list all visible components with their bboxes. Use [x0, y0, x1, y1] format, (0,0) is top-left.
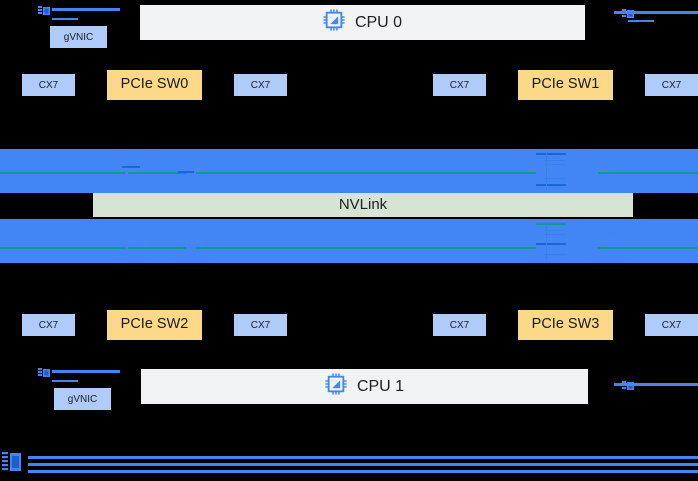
- cpu-1-box[interactable]: CPU 1: [141, 369, 588, 404]
- gvnic-link-bottom-left: [52, 370, 120, 373]
- cx7-label-5: CX7: [250, 319, 271, 331]
- gpu-box-7[interactable]: GPU: [586, 222, 626, 260]
- network-fabric-bar: [28, 456, 698, 459]
- cpu-chip-icon: [323, 9, 345, 36]
- cx7-label-4: CX7: [38, 319, 59, 331]
- gpu-link-line-lower-far-right: [598, 247, 698, 249]
- pcie-sw0-box[interactable]: PCIe SW0: [107, 70, 202, 100]
- gvnic-drop-top-right: [628, 20, 654, 22]
- gpu-link-line-upper-mid: [128, 172, 186, 174]
- gpu-divider-upper: [546, 152, 547, 190]
- cpu-chip-icon: [325, 373, 347, 400]
- cx7-label-7: CX7: [661, 319, 682, 331]
- gvnic-drop-bottom-left: [52, 380, 78, 382]
- cx7-label-6: CX7: [449, 319, 470, 331]
- nvlink-box[interactable]: NVLink: [93, 193, 633, 217]
- network-fabric-bar-3: [28, 470, 698, 473]
- nvlink-label: NVLink: [338, 195, 388, 213]
- gvnic-icon-top-left: [38, 5, 54, 19]
- gpu-box-5[interactable]: GPU: [172, 222, 212, 260]
- gpu-link-line-lower-left: [0, 247, 125, 249]
- pcie-sw2-box[interactable]: PCIe SW2: [107, 310, 202, 340]
- gpu-hatch-upper-3: [544, 178, 566, 179]
- gvnic-link-bottom-right: [614, 383, 698, 386]
- cx7-box-7[interactable]: CX7: [645, 314, 698, 336]
- gpu-hatch-upper-1: [544, 160, 566, 161]
- gpu-bar-upper-b: [122, 166, 140, 168]
- gpu-hatch-lower-2: [544, 234, 566, 235]
- gvnic-0-box[interactable]: gVNIC: [50, 26, 107, 48]
- gvnic-drop-top-left: [52, 18, 78, 20]
- gpu-box-0[interactable]: GPU: [116, 152, 156, 190]
- gvnic-1-box[interactable]: gVNIC: [54, 388, 111, 410]
- gpu-label-2: GPU: [531, 165, 553, 177]
- cx7-label-0: CX7: [38, 79, 59, 91]
- pcie-sw1-box[interactable]: PCIe SW1: [518, 70, 613, 100]
- pcie-sw0-label: PCIe SW0: [120, 76, 189, 93]
- gvnic-icon-bottom-left: [38, 367, 54, 381]
- cx7-box-3[interactable]: CX7: [645, 74, 698, 96]
- gpu-bar-upper-a: [178, 171, 194, 173]
- gpu-box-3[interactable]: GPU: [586, 152, 626, 190]
- gpu-bar-upper-d: [536, 184, 566, 186]
- gpu-bar-lower-top: [536, 223, 566, 225]
- cpu-1-label: CPU 1: [356, 377, 405, 395]
- gpu-label-7: GPU: [595, 235, 617, 247]
- gpu-divider-lower: [546, 222, 547, 260]
- gvnic-1-label: gVNIC: [67, 393, 98, 405]
- gvnic-link-top-right: [614, 11, 698, 14]
- gvnic-link-top-left: [52, 8, 120, 11]
- gpu-label-0: GPU: [125, 165, 147, 177]
- pcie-sw2-label: PCIe SW2: [120, 316, 189, 333]
- cx7-box-2[interactable]: CX7: [433, 74, 486, 96]
- gpu-hatch-lower-3: [544, 254, 566, 255]
- gpu-bar-upper-c: [536, 153, 566, 155]
- network-fabric-bar-2: [28, 463, 698, 466]
- gpu-bar-lower-a: [536, 243, 566, 245]
- cx7-label-1: CX7: [250, 79, 271, 91]
- gpu-box-4[interactable]: GPU: [116, 222, 156, 260]
- gpu-link-line-lower-mid: [128, 247, 186, 249]
- cx7-box-1[interactable]: CX7: [234, 74, 287, 96]
- gpu-link-line-upper-far-right: [598, 172, 698, 174]
- gpu-box-6[interactable]: GPU: [522, 222, 562, 260]
- cx7-box-0[interactable]: CX7: [22, 74, 75, 96]
- gvnic-0-label: gVNIC: [63, 31, 94, 43]
- gpu-label-4: GPU: [125, 235, 147, 247]
- cpu-0-label: CPU 0: [354, 13, 403, 31]
- cx7-box-4[interactable]: CX7: [22, 314, 75, 336]
- gpu-hatch-upper-2: [544, 164, 566, 165]
- cx7-box-5[interactable]: CX7: [234, 314, 287, 336]
- cx7-label-2: CX7: [449, 79, 470, 91]
- gpu-box-2[interactable]: GPU: [522, 152, 562, 190]
- cx7-label-3: CX7: [661, 79, 682, 91]
- pcie-sw3-label: PCIe SW3: [531, 316, 600, 333]
- gpu-hatch-lower-1: [544, 230, 566, 231]
- gpu-link-line-upper-left: [0, 172, 125, 174]
- gpu-label-3: GPU: [595, 165, 617, 177]
- gpu-label-5: GPU: [181, 235, 203, 247]
- pcie-sw1-label: PCIe SW1: [531, 76, 600, 93]
- network-switch-icon: [2, 450, 28, 476]
- cx7-box-6[interactable]: CX7: [433, 314, 486, 336]
- gpu-link-line-lower-right: [196, 247, 536, 249]
- cpu-0-box[interactable]: CPU 0: [140, 5, 585, 40]
- gpu-label-6: GPU: [531, 235, 553, 247]
- pcie-sw3-box[interactable]: PCIe SW3: [518, 310, 613, 340]
- gpu-link-line-upper-right: [196, 172, 536, 174]
